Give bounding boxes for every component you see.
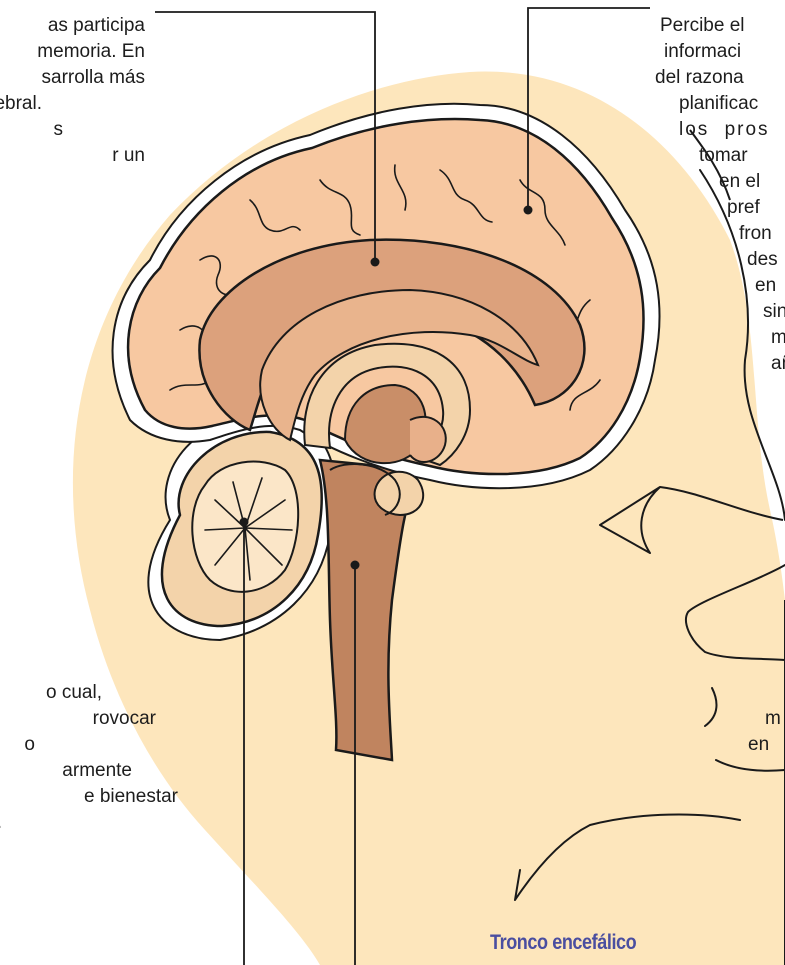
right-top-line-8: pref	[719, 195, 785, 221]
right-top-text: Percibe el informaci del razona planific…	[661, 13, 785, 377]
left-bottom-line-3: o	[0, 732, 180, 758]
right-top-line-5: los pros	[679, 117, 785, 143]
right-top-line-3: del razona	[655, 65, 785, 91]
dot-limbic	[371, 258, 380, 267]
hypothalamus	[410, 417, 446, 462]
dot-brainstem	[351, 561, 360, 570]
left-bottom-line-1: o cual,	[0, 680, 180, 706]
left-bottom-text: o cual, rovocar o armente e bienestar a.	[0, 680, 180, 836]
left-bottom-line-2: rovocar	[0, 706, 180, 732]
right-top-line-6: tomar	[679, 143, 785, 169]
left-bottom-line-6: a.	[0, 810, 180, 836]
right-top-line-10: des	[739, 247, 785, 273]
right-top-line-11: en	[747, 273, 785, 299]
left-top-line-6: r un	[0, 143, 145, 169]
left-top-line-3: sarrolla más	[0, 65, 145, 91]
left-top-line-5: s	[0, 117, 145, 143]
right-top-line-4: planificac	[679, 91, 785, 117]
right-top-line-2: informaci	[664, 39, 785, 65]
right-top-line-1: Percibe el	[660, 13, 785, 39]
dot-cerebral-cortex	[524, 206, 533, 215]
right-top-line-13: ma	[763, 325, 785, 351]
brainstem-heading: Tronco encefálico	[490, 931, 636, 955]
dot-cerebellum	[240, 518, 249, 527]
left-bottom-line-5: e bienestar	[0, 784, 180, 810]
right-bottom-line-2: en	[748, 732, 781, 758]
right-top-line-9: fron	[727, 221, 785, 247]
left-top-line-1: as participa	[0, 13, 145, 39]
right-bottom-line-1: m	[765, 706, 781, 732]
right-bottom-text: m en	[765, 706, 781, 758]
right-top-line-14: añ	[771, 351, 785, 377]
right-top-line-7: en el	[699, 169, 785, 195]
left-top-line-2: memoria. En	[0, 39, 145, 65]
left-bottom-line-4: armente	[0, 758, 180, 784]
left-top-text: as participa memoria. En sarrolla más er…	[0, 13, 145, 169]
right-top-line-12: sin	[755, 299, 785, 325]
left-top-line-4: erebral.	[0, 91, 145, 117]
